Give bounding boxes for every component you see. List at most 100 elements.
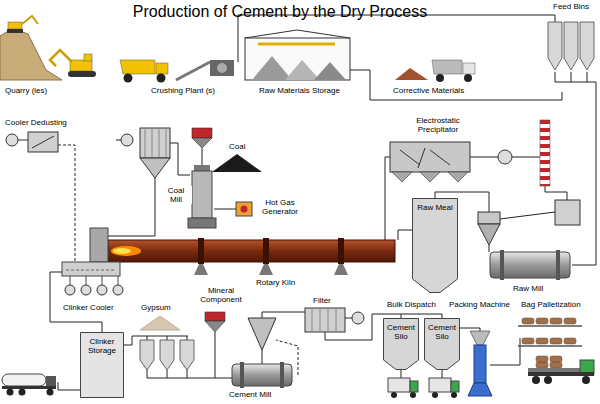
silo-label: Cement Silo [383,318,419,341]
flow-line [401,370,442,378]
raw-mill [556,250,560,280]
silo-outline [413,199,458,293]
rotary-kiln [108,240,395,262]
conveyor [518,325,582,327]
part-label: Raw Mill [512,284,544,293]
packing-machine [468,331,492,396]
part-label: Cooler Dedusting [4,118,68,127]
part-label: Coal [228,142,246,151]
flow-line [350,70,562,100]
part-label: Mineral Component [193,286,249,304]
part-label: Cement Mill [228,390,272,399]
cement-mill [280,362,284,388]
pallet-truck [580,360,594,374]
stack [540,120,550,186]
corrective-material [436,74,444,82]
cement-mill [248,318,276,350]
flow-line [398,230,412,240]
cooler-dedusting [6,134,18,146]
bag-pallet [536,356,548,362]
part-label: Bulk Dispatch [386,300,437,309]
coal-bag-filter [140,158,170,178]
corrective-material [395,60,475,82]
part-label: Rotary Kiln [255,278,296,287]
clinker-cooler [70,276,118,285]
cooler-dedusting [28,132,58,152]
storage-hall [252,56,292,80]
rotary-kiln [108,238,395,275]
mineral-hopper [205,312,225,321]
flow-line [385,157,390,240]
crushing-plant [210,60,234,76]
coal-bag-filter [121,128,170,178]
silo-label: Raw Meal [412,198,458,212]
storage-hall [285,60,320,80]
flow-line [108,178,155,236]
excavator [7,29,23,33]
precipitator [498,150,512,164]
precipitator [448,172,468,182]
part-label: Quarry (ies) [4,86,48,95]
tanker-truck [47,389,54,396]
corrective-material [463,63,475,74]
dump-truck [124,74,133,83]
flow-line [545,186,567,200]
stack [540,120,550,186]
flow-line [124,336,188,345]
raw-mill [478,224,500,245]
flow-line [345,318,352,319]
mineral-hopper [205,321,225,332]
precipitator [390,142,512,182]
bag-pallet [536,338,548,344]
flow-line [50,15,596,390]
bag-pallet [550,356,562,362]
cement-filter [305,308,345,332]
flow-line [262,312,305,318]
quarry-hill [0,30,62,80]
silo-box: Cement Silo [383,318,419,370]
part-label: Filter [312,296,332,305]
silo-outline [384,319,419,370]
precipitator [392,172,412,182]
flow-line [170,143,190,175]
clinker-cooler [113,285,123,295]
tanker-truck [7,389,14,396]
packing-machine [474,345,486,383]
silo-label: Cement Silo [424,318,460,341]
coal-bag-filter [159,128,160,158]
feed-bin [548,22,562,70]
bulk-truck [410,392,416,398]
clinker-cooler [66,270,116,271]
flow-line [460,328,480,331]
bag-pallet [536,362,548,368]
bag-pallet [550,362,562,368]
part-label: Clinker Cooler [62,303,115,312]
raw-mill [500,250,504,280]
raw-mill [478,200,580,280]
part-label: Packing Machine [448,300,511,309]
precipitator [420,172,440,182]
part-label: Hot Gas Generator [256,198,304,216]
coal-hopper [192,138,212,148]
corrective-material [432,60,462,74]
clinker-cooler [90,228,108,262]
diagram-title: Production of Cement by the Dry Process [0,3,560,21]
bag-pallet [536,318,548,324]
bulk-truck [451,381,459,392]
dump-truck [157,74,166,83]
dosing-bin [180,340,194,370]
bulk-truck [388,378,410,392]
pallet-truck [582,376,590,384]
conveyor [518,345,582,347]
cooler-dedusting [18,140,28,141]
coal-bag-filter [121,134,133,146]
bulk-truck [388,378,459,398]
feed-bin [548,22,594,70]
bulk-truck [391,392,397,398]
silo-outline [425,319,460,370]
silo-box: Cement Silo [424,318,460,370]
silo-outline [81,333,124,398]
conveyor [518,326,582,346]
storage-hall [245,38,350,80]
excavator [22,16,38,24]
